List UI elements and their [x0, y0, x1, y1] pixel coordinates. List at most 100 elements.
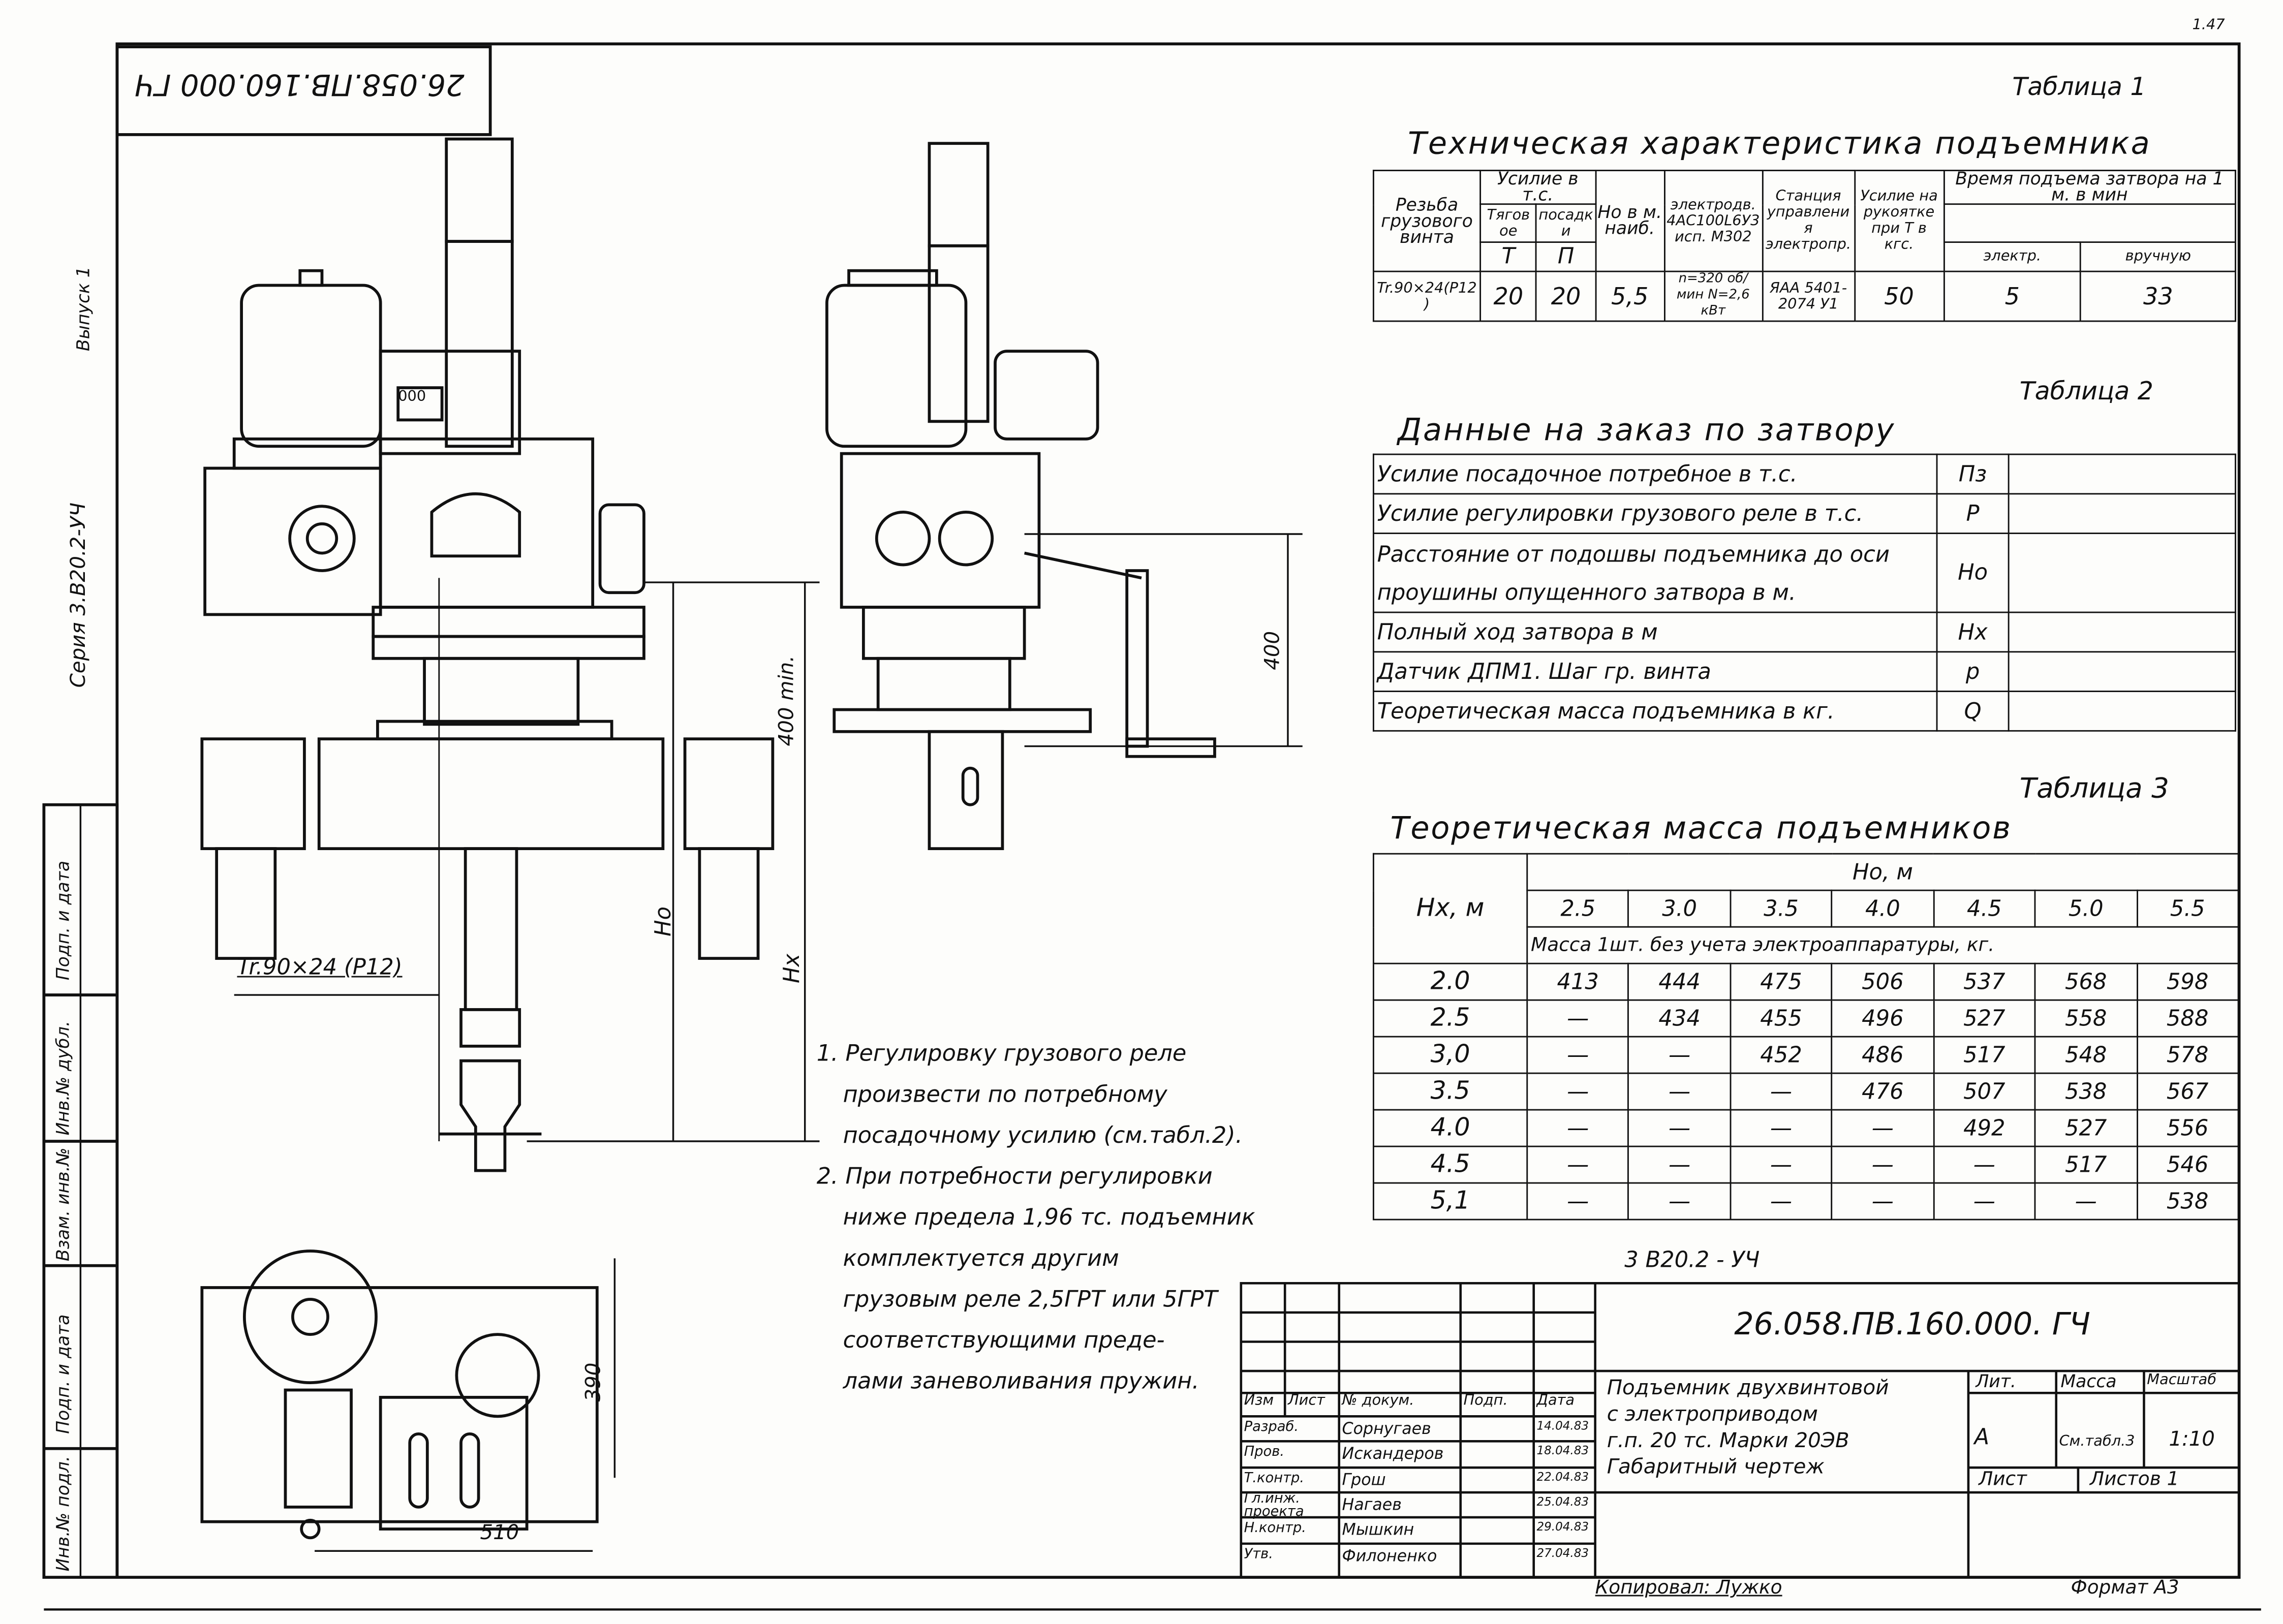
- mass-cell: 558: [2034, 999, 2138, 1038]
- sheet-label: Лист: [1979, 1469, 2027, 1491]
- dimension-lines: [234, 533, 1303, 1552]
- th-thread: Резьба грузового винта: [1372, 170, 1482, 272]
- stamp-sign-date-2: Подп. и дата: [52, 860, 73, 981]
- table1-label: Таблица 1: [2012, 73, 2146, 103]
- row-hx: 4.5: [1372, 1145, 1528, 1184]
- mass-cell: 434: [1628, 999, 1732, 1038]
- mass-cell: 496: [1831, 999, 1934, 1038]
- mass-cell: —: [1831, 1109, 1934, 1147]
- stamp-inv-orig: Инв.№ подл.: [52, 1456, 73, 1572]
- title-block-header: Лист: [1287, 1393, 1325, 1409]
- scale-label: Масштаб: [2147, 1372, 2217, 1389]
- th-ho-value: 5.0: [2034, 889, 2138, 928]
- mass-cell: —: [1526, 1109, 1630, 1147]
- th-time: Время подъема затвора на 1 м. в мин: [1942, 170, 2236, 205]
- mass-cell: —: [1932, 1182, 2036, 1221]
- row-symbol: Но: [1936, 533, 2010, 613]
- table2-label: Таблица 2: [2019, 377, 2153, 407]
- mass-cell: —: [1831, 1145, 1934, 1184]
- cell-motor: n=320 об/мин N=2,6 кВт: [1663, 270, 1763, 322]
- cell-force-t: 20: [1479, 270, 1537, 322]
- note-line: соответствующими преде-: [843, 1327, 1165, 1354]
- person-name: Нагаев: [1342, 1495, 1402, 1515]
- note-line: ниже предела 1,96 тс. подъемник: [843, 1204, 1255, 1231]
- plan-view: [200, 1250, 599, 1540]
- name-line: г.п. 20 тс. Марки 20ЭВ: [1607, 1429, 1849, 1453]
- table-row: Усилие посадочное потребное в т.с.Пз: [1372, 453, 2236, 495]
- person-name: Филоненко: [1342, 1546, 1437, 1566]
- mass-cell: 537: [1932, 962, 2036, 1001]
- title-block-header: Изм: [1244, 1393, 1274, 1409]
- document-name: Подъемник двухвинтовой с электроприводом…: [1607, 1376, 1889, 1481]
- table-row: Усилие регулировки грузового реле в т.с.…: [1372, 493, 2236, 535]
- mass-cell: 527: [1932, 999, 2036, 1038]
- mass-cell: 556: [2136, 1109, 2239, 1147]
- series-label: Серия 3.В20.2-УЧ: [67, 502, 91, 688]
- mass-cell: 452: [1730, 1036, 1833, 1074]
- th-ho: Но в м. наиб.: [1594, 170, 1665, 272]
- dim-400-min: 400 min.: [776, 655, 799, 746]
- th-ho-value: 5.5: [2136, 889, 2239, 928]
- lit-label: Лит.: [1976, 1371, 2016, 1392]
- table3-title: Теоретическая масса подъемников: [1390, 810, 2012, 846]
- mass-cell: —: [2034, 1182, 2138, 1221]
- person-date: 22.04.83: [1536, 1470, 1589, 1484]
- note-line: посадочному усилию (см.табл.2).: [843, 1122, 1243, 1149]
- mass-cell: 455: [1730, 999, 1833, 1038]
- mass-cell: —: [1831, 1182, 1934, 1221]
- mass-cell: 506: [1831, 962, 1934, 1001]
- person-name: Мышкин: [1342, 1520, 1414, 1540]
- mirrored-code: 26.058.ПВ.160.000 ГЧ: [134, 67, 465, 103]
- mass-cell: 538: [2136, 1182, 2239, 1221]
- person-name: Искандеров: [1342, 1444, 1444, 1463]
- name-line: с электроприводом: [1607, 1403, 1818, 1427]
- th-ho-value: 4.0: [1831, 889, 1934, 928]
- person-date: 14.04.83: [1536, 1419, 1589, 1433]
- row-hx: 5,1: [1372, 1182, 1528, 1221]
- person-role: Разраб.: [1244, 1419, 1299, 1435]
- mass-cell: 568: [2034, 962, 2138, 1001]
- row-label: Полный ход затвора в м: [1372, 611, 1938, 653]
- mass-cell: —: [1628, 1072, 1732, 1111]
- table1-title: Техническая характеристика подъемника: [1408, 126, 2151, 161]
- dim-390: 390: [582, 1362, 606, 1402]
- th-force-t-sym: Т: [1479, 241, 1537, 272]
- mass-cell: 486: [1831, 1036, 1934, 1074]
- mass-cell: —: [1730, 1109, 1833, 1147]
- issue-label: Выпуск 1: [73, 266, 94, 352]
- title-block-header: Дата: [1536, 1393, 1575, 1409]
- row-symbol: р: [1936, 651, 2010, 693]
- stamp-replace-inv: Взам. инв.№: [52, 1147, 73, 1262]
- mass-cell: —: [1526, 1145, 1630, 1184]
- tech-spec-table: Резьба грузового винта Усилие в т.с. Но …: [1372, 170, 2236, 322]
- row-hx: 2.0: [1372, 962, 1528, 1001]
- mass-cell: —: [1730, 1182, 1833, 1221]
- mass-value: См.табл.3: [2059, 1433, 2135, 1450]
- scale-value: 1:10: [2169, 1428, 2215, 1452]
- mass-cell: 476: [1831, 1072, 1934, 1111]
- name-line: Подъемник двухвинтовой: [1607, 1377, 1889, 1400]
- table2-title: Данные на заказ по затвору: [1397, 413, 1896, 448]
- thread-label: Tr.90×24 (P12): [237, 954, 403, 981]
- note-line: лами заневоливания пружин.: [843, 1368, 1199, 1395]
- row-label: Усилие регулировки грузового реле в т.с.: [1372, 493, 1938, 535]
- copied-by: Копировал: Лужко: [1595, 1577, 1782, 1600]
- lit-value: А: [1974, 1423, 1990, 1450]
- cell-thread: Tr.90×24(P12): [1372, 270, 1482, 322]
- person-date: 27.04.83: [1536, 1546, 1589, 1560]
- sheets-label: Листов 1: [2089, 1469, 2179, 1491]
- mass-cell: 517: [2034, 1145, 2138, 1184]
- row-label: Теоретическая масса подъемника в кг.: [1372, 691, 1938, 732]
- cell-time-m: 33: [2080, 270, 2236, 322]
- row-value: [2008, 611, 2236, 653]
- th-subtitle: Масса 1шт. без учета электроаппаратуры, …: [1526, 926, 2239, 964]
- table3-label: Таблица 3: [2019, 772, 2169, 805]
- th-ho-group: Но, м: [1526, 853, 2239, 891]
- table-row: Теоретическая масса подъемника в кг.Q: [1372, 691, 2236, 732]
- mass-cell: 413: [1526, 962, 1630, 1001]
- row-value: [2008, 691, 2236, 732]
